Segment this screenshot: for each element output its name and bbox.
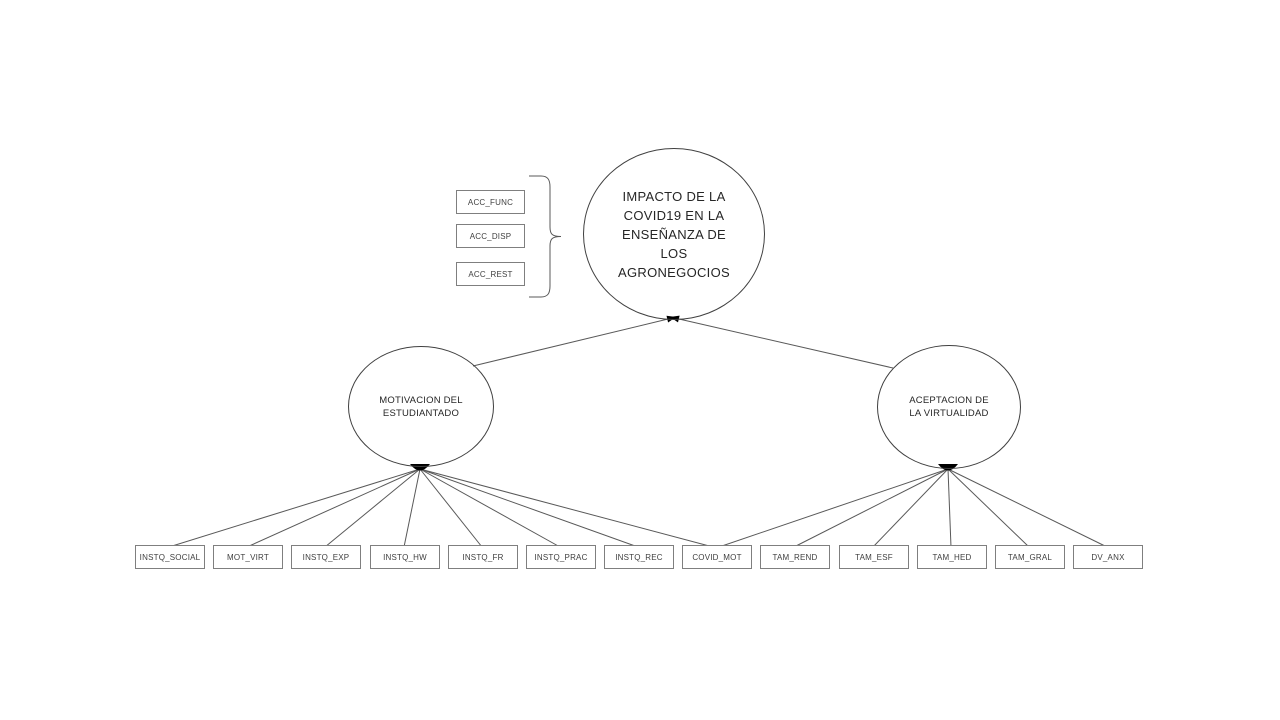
path-line — [419, 468, 483, 548]
path-line — [246, 468, 421, 548]
indicator-box-covid-mot: COVID_MOT — [682, 545, 752, 569]
indicator-label: ACC_REST — [468, 269, 513, 279]
path-line — [419, 468, 639, 548]
path-line — [324, 468, 421, 548]
indicator-label: DV_ANX — [1091, 552, 1125, 562]
indicator-box-acc-rest: ACC_REST — [456, 262, 525, 286]
latent-node-motivation: MOTIVACION DEL ESTUDIANTADO — [348, 346, 494, 467]
indicator-box-instq-prac: INSTQ_PRAC — [526, 545, 596, 569]
indicator-box-tam-hed: TAM_HED — [917, 545, 987, 569]
indicator-box-acc-disp: ACC_DISP — [456, 224, 525, 248]
latent-node-acceptance-label: ACEPTACION DE LA VIRTUALIDAD — [909, 395, 989, 419]
indicator-box-acc-func: ACC_FUNC — [456, 190, 525, 214]
indicator-label: INSTQ_EXP — [302, 552, 350, 562]
motivation-indicator-lines — [168, 468, 714, 548]
indicator-label: INSTQ_REC — [615, 552, 663, 562]
indicator-box-dv-anx: DV_ANX — [1073, 545, 1143, 569]
path-line — [947, 468, 1108, 548]
indicator-box-instq-rec: INSTQ_REC — [604, 545, 674, 569]
path-line — [168, 468, 421, 548]
path-line — [872, 468, 949, 548]
path-line — [947, 468, 952, 548]
latent-node-acceptance: ACEPTACION DE LA VIRTUALIDAD — [877, 345, 1021, 469]
path-line — [472, 318, 669, 367]
indicator-label: ACC_DISP — [469, 231, 512, 241]
indicator-label: TAM_ESF — [855, 552, 893, 562]
indicator-box-instq-fr: INSTQ_FR — [448, 545, 518, 569]
indicator-box-instq-exp: INSTQ_EXP — [291, 545, 361, 569]
path-line — [718, 468, 949, 548]
indicator-label: TAM_GRAL — [1007, 552, 1053, 562]
indicator-label: TAM_REND — [772, 552, 818, 562]
indicator-box-tam-rend: TAM_REND — [760, 545, 830, 569]
latent-node-impact-label: IMPACTO DE LA COVID19 EN LA ENSEÑANZA DE… — [618, 188, 730, 280]
indicator-label: TAM_HED — [932, 552, 972, 562]
path-line — [793, 468, 949, 548]
indicator-label: ACC_FUNC — [467, 197, 514, 207]
indicator-label: INSTQ_FR — [462, 552, 504, 562]
structural-path-left — [472, 315, 676, 367]
indicator-box-tam-gral: TAM_GRAL — [995, 545, 1065, 569]
path-line — [419, 468, 714, 548]
indicator-box-tam-esf: TAM_ESF — [839, 545, 909, 569]
structural-path-right — [670, 315, 894, 369]
path-line — [947, 468, 1030, 548]
path-line — [419, 468, 561, 548]
indicator-label: MOT_VIRT — [227, 552, 269, 562]
latent-node-motivation-label: MOTIVACION DEL ESTUDIANTADO — [379, 394, 463, 419]
brace-icon — [529, 175, 562, 298]
indicator-label: INSTQ_SOCIAL — [139, 552, 201, 562]
indicator-label: INSTQ_PRAC — [534, 552, 588, 562]
indicator-box-mot-virt: MOT_VIRT — [213, 545, 283, 569]
latent-node-impact: IMPACTO DE LA COVID19 EN LA ENSEÑANZA DE… — [583, 148, 765, 320]
acceptance-indicator-lines — [718, 468, 1108, 548]
path-line — [403, 468, 421, 548]
indicator-label: COVID_MOT — [692, 552, 742, 562]
indicator-box-instq-hw: INSTQ_HW — [370, 545, 440, 569]
indicator-box-instq-social: INSTQ_SOCIAL — [135, 545, 205, 569]
path-line — [678, 318, 894, 369]
indicator-label: INSTQ_HW — [383, 552, 427, 562]
